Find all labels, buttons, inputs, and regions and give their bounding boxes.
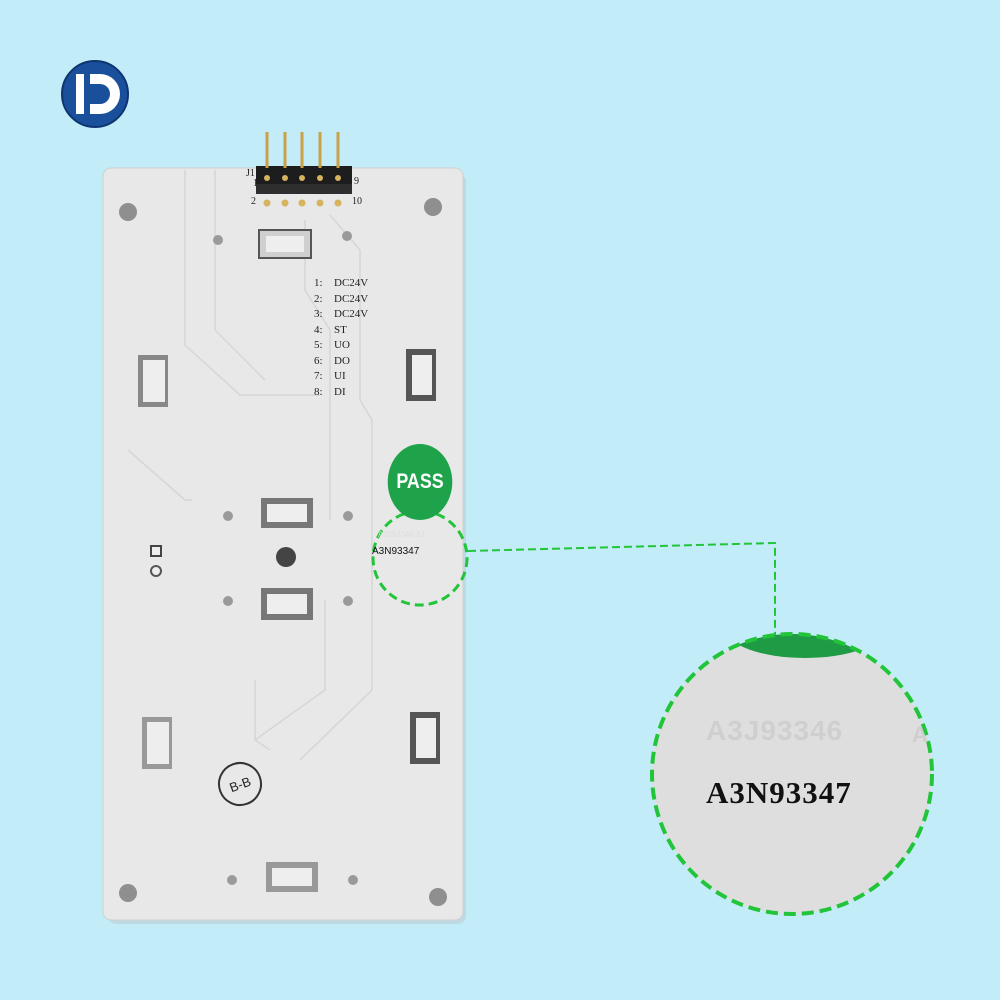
pcb-traces [127,170,373,761]
pin-9-label: 9 [354,176,359,187]
smd-pads [138,229,440,892]
brand-d-logo-icon [61,60,129,128]
zoom-faint-serial: A3J93346 [706,715,844,746]
pin-header-connector [256,132,352,207]
mounting-holes [119,198,447,906]
pcb-board [102,167,464,921]
faint-serial-small: A3J93346 A1 [378,530,426,539]
pin-row: 1:DC24V [314,277,369,289]
pin-row: 4:ST [314,323,347,336]
callout-circle-small [371,509,469,607]
pin-row: 3:DC24V [314,308,369,320]
pin-row: 7:UI [314,370,346,382]
zoom-circle-border [650,632,934,916]
small-holes [213,231,358,885]
connector-name-label: J1 [246,168,255,179]
pin-row: 2:DC24V [314,292,369,305]
pass-sticker: PASS [387,444,453,520]
zoom-serial-number: A3N93347 [706,775,852,810]
pin-assignment-list: 1:DC24V 2:DC24V 3:DC24V 4:ST 5:UO 6:DO 7… [314,276,368,400]
pin-row: 6:DO [314,354,350,367]
callout-line [467,541,776,636]
pin-row: 5:UO [314,339,350,351]
zoom-faint-suffix: A [912,722,928,747]
pin-2-label: 2 [251,196,256,207]
pin-10-label: 10 [352,196,362,207]
zoom-magnifier-view [652,634,932,914]
serial-number-small: A3N93347 [372,546,420,557]
pin-1-label: 1 [253,178,258,189]
pin-row: 8:DI [314,385,346,398]
